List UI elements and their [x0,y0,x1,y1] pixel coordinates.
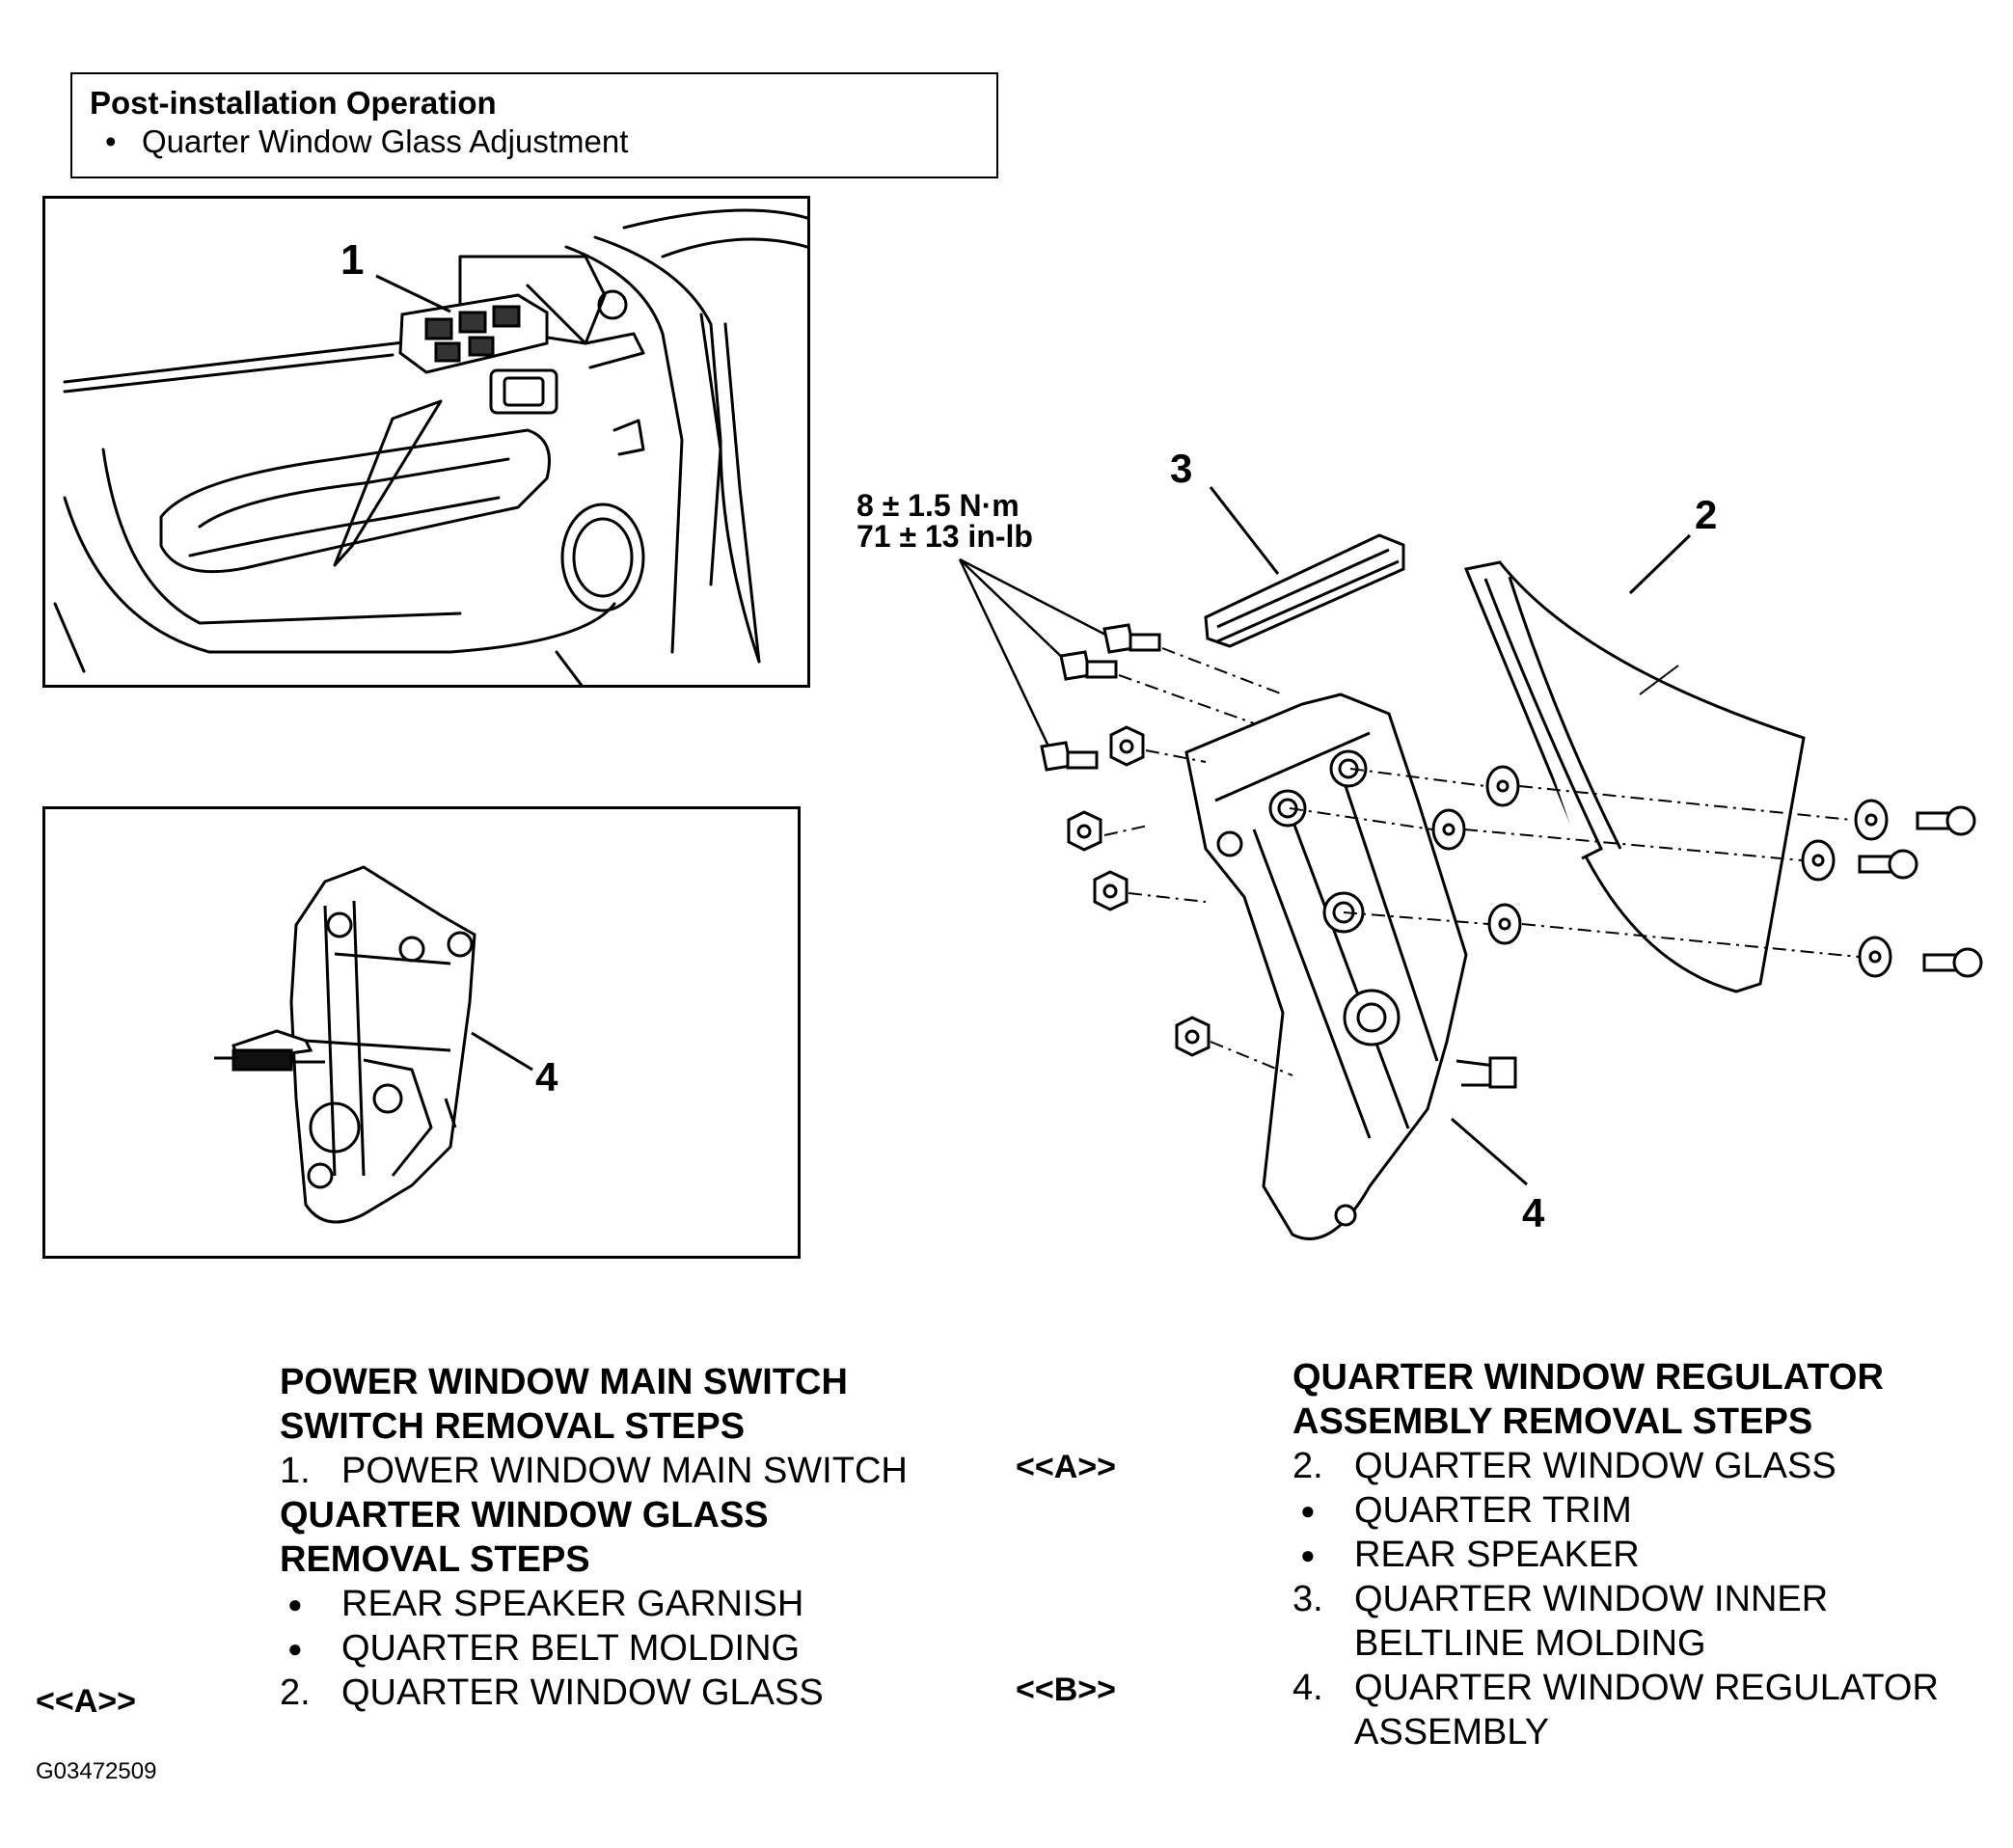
step-number: 1. [280,1451,311,1491]
bullet-icon: ● [287,1590,303,1618]
bullet-icon: ● [1300,1540,1316,1569]
nut-icons [1067,725,1211,1057]
torque-line-2: 71 ± 13 in-lb [857,519,1033,554]
step-text: BELTLINE MOLDING [1354,1623,1706,1664]
alignment-lines [1103,647,1860,1076]
power-window-switch-icon [398,293,549,374]
bolt-icon [1102,623,1161,654]
step-number: 3. [1292,1579,1323,1619]
reference-mark: <<B>> [1016,1671,1116,1708]
figure-id: G03472509 [36,1758,157,1784]
step-text: QUARTER WINDOW GLASS [1354,1446,1836,1486]
heading-main-switch-line2: SWITCH REMOVAL STEPS [280,1406,746,1447]
beltline-molding-icon [1204,533,1405,648]
step-text: REAR SPEAKER [1354,1535,1640,1575]
left-steps: POWER WINDOW MAIN SWITCH SWITCH REMOVAL … [280,1360,908,1715]
nut-icon [1067,810,1102,852]
heading-glass-line2: REMOVAL STEPS [280,1539,590,1580]
bullet-icon: ● [1300,1496,1316,1525]
callout-3: 3 [1170,446,1192,491]
quarter-window-glass-icon [1463,560,1806,993]
step-number: 2. [280,1672,311,1713]
step-text: REAR SPEAKER GARNISH [341,1584,804,1624]
reference-mark: <<A>> [36,1683,136,1720]
bolt-icon [1059,650,1118,681]
nut-icon [1175,1016,1211,1057]
callout-2: 2 [1695,492,1717,537]
regulator-assembly-icon [1184,693,1517,1240]
step-text: QUARTER WINDOW GLASS [341,1672,824,1713]
post-installation-item: • Quarter Window Glass Adjustment [90,122,979,161]
callout-1: 1 [340,236,364,284]
step-quarter-trim: ● QUARTER TRIM [1292,1488,1939,1533]
door-panel-illustration: 1 [53,208,807,685]
step-quarter-glass: 2. QUARTER WINDOW GLASS [280,1671,908,1715]
heading-regulator-line2: ASSEMBLY REMOVAL STEPS [1292,1401,1813,1442]
step-text: POWER WINDOW MAIN SWITCH [341,1451,908,1491]
step-beltline-molding-cont: BELTLINE MOLDING [1292,1621,1939,1666]
step-belt-molding: ● QUARTER BELT MOLDING [280,1626,908,1671]
nut-icon [1093,870,1129,911]
exploded-view: 8 ± 1.5 N·m 71 ± 13 in-lb 3 2 [857,446,1983,1240]
torque-leader-lines [958,557,1110,753]
reference-mark: <<A>> [1016,1449,1116,1485]
post-installation-title: Post-installation Operation [90,85,497,121]
bullet-icon: • [105,123,117,159]
step-speaker-garnish: ● REAR SPEAKER GARNISH [280,1582,908,1626]
door-panel-inset: 1 [42,196,810,688]
step-text: QUARTER TRIM [1354,1490,1632,1531]
step-beltline-molding: 3. QUARTER WINDOW INNER [1292,1577,1939,1621]
step-quarter-glass: 2. QUARTER WINDOW GLASS [1292,1444,1939,1488]
step-main-switch: 1. POWER WINDOW MAIN SWITCH [280,1449,908,1493]
tool-icon [214,1029,325,1072]
step-text: QUARTER WINDOW REGULATOR [1354,1668,1939,1708]
regulator-assembly-icon [289,865,476,1224]
heading-main-switch-line1: POWER WINDOW MAIN SWITCH [280,1362,848,1402]
heading-regulator-line1: QUARTER WINDOW REGULATOR [1292,1357,1884,1398]
step-number: 2. [1292,1446,1323,1486]
bolt-icons [1040,623,1161,772]
step-number: 4. [1292,1668,1323,1708]
post-installation-item-text: Quarter Window Glass Adjustment [142,123,629,159]
callout-4-inset: 4 [535,1054,558,1100]
step-regulator-assembly: 4. QUARTER WINDOW REGULATOR [1292,1666,1939,1710]
step-text: QUARTER BELT MOLDING [341,1628,801,1669]
post-installation-box: Post-installation Operation • Quarter Wi… [70,72,998,178]
step-rear-speaker: ● REAR SPEAKER [1292,1533,1939,1577]
torque-line-1: 8 ± 1.5 N·m [857,488,1020,523]
bolt-icon [1922,947,1983,978]
bolt-icon [1916,805,1976,836]
callout-4-main: 4 [1522,1190,1545,1236]
step-text: QUARTER WINDOW INNER [1354,1579,1829,1619]
step-regulator-assembly-cont: ASSEMBLY [1292,1710,1939,1754]
heading-glass-line1: QUARTER WINDOW GLASS [280,1495,769,1535]
bullet-icon: ● [287,1634,303,1663]
bolt-icon [1040,741,1099,772]
bolt-icon [1858,849,1918,880]
regulator-inset-illustration: 4 [214,865,558,1224]
regulator-inset: 4 [42,806,801,1259]
washer-icons [1431,765,1892,978]
step-text: ASSEMBLY [1354,1712,1550,1753]
nut-icon [1109,725,1145,767]
right-steps: QUARTER WINDOW REGULATOR ASSEMBLY REMOVA… [1292,1355,1939,1754]
glass-bolt-icons [1858,805,1983,978]
